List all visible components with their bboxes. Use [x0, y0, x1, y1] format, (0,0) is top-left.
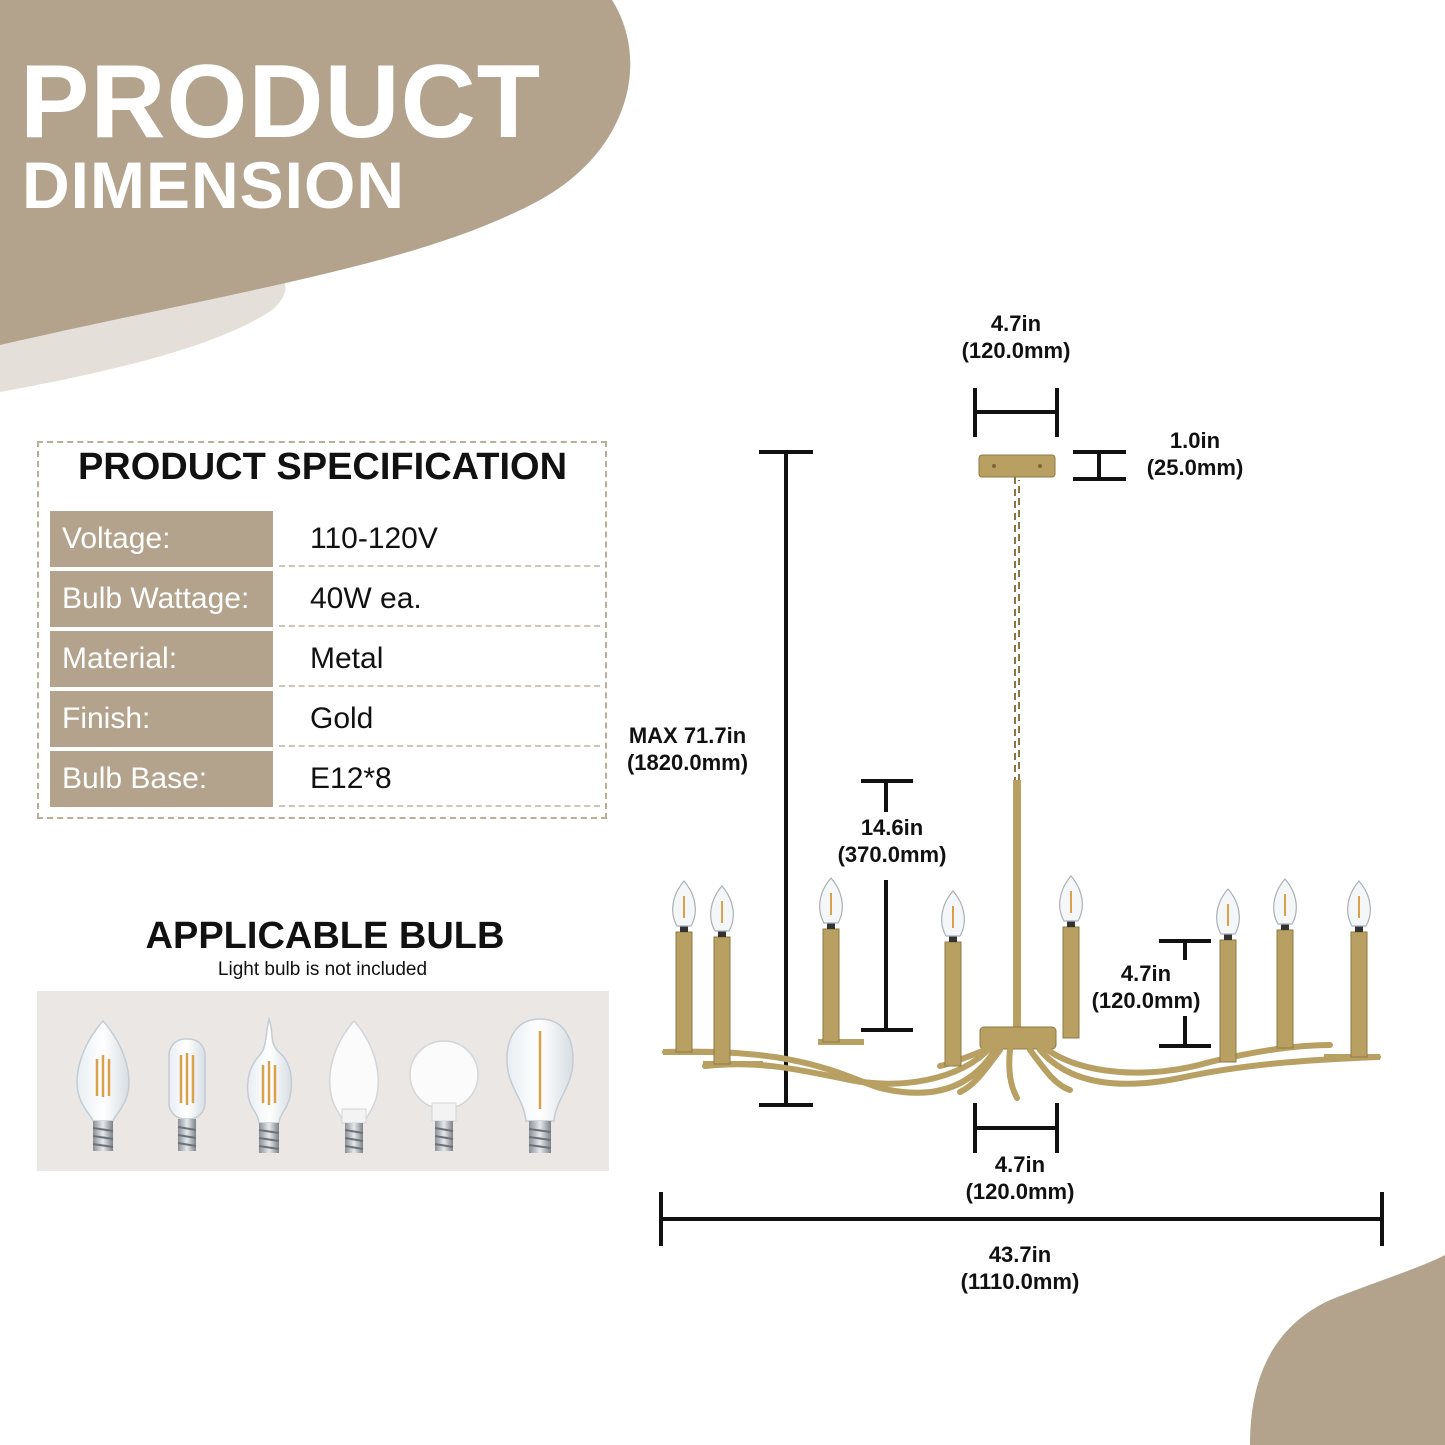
- spec-divider: [279, 805, 600, 807]
- page-title: PRODUCT: [20, 44, 542, 160]
- page-subtitle: DIMENSION: [22, 148, 406, 222]
- dim-mm: (120.0mm): [961, 338, 1071, 363]
- spec-divider: [279, 685, 600, 687]
- spec-box: [37, 441, 607, 819]
- body-height-label: 14.6in (370.0mm): [817, 814, 967, 868]
- canopy-width-label: 4.7in (120.0mm): [936, 310, 1096, 364]
- dim-mm: (120.0mm): [965, 1179, 1075, 1204]
- dim-inches: 14.6in: [860, 815, 924, 840]
- spec-label: Finish:: [50, 691, 273, 747]
- dim-mm: (370.0mm): [837, 842, 947, 867]
- dim-inches: 4.7in: [990, 311, 1042, 336]
- bulb-section-note: Light bulb is not included: [217, 959, 428, 980]
- spec-row-wattage: Bulb Wattage: 40W ea.: [50, 571, 600, 627]
- spec-value: Gold: [310, 702, 374, 735]
- spec-row-bulb-base: Bulb Base: E12*8: [50, 751, 600, 807]
- hub-width-label: 4.7in (120.0mm): [940, 1151, 1100, 1205]
- bulb-gallery: [76, 1016, 574, 1153]
- candle-socket: [1059, 875, 1083, 1039]
- total-width-label: 43.7in (1110.0mm): [930, 1241, 1110, 1295]
- dim-inches: 1.0in: [1169, 428, 1221, 453]
- candle-socket: [672, 880, 696, 1053]
- max-height-label: MAX 71.7in (1820.0mm): [605, 722, 770, 776]
- spec-value: 40W ea.: [310, 582, 422, 615]
- bulb-panel: [37, 991, 609, 1171]
- dim-mm: (1820.0mm): [626, 750, 749, 775]
- spec-value: 110-120V: [310, 522, 438, 555]
- header-shape: [0, 0, 631, 345]
- candle-socket: [819, 877, 843, 1043]
- spec-divider: [279, 745, 600, 747]
- spec-value: E12*8: [310, 762, 392, 795]
- spec-label: Material:: [50, 631, 273, 687]
- candle-height-label: 4.7in (120.0mm): [1076, 960, 1216, 1014]
- candle-filament-bulb-icon: [76, 1019, 130, 1151]
- dim-inches: 4.7in: [994, 1152, 1046, 1177]
- candle-socket: [1216, 888, 1240, 1063]
- spec-divider: [279, 625, 600, 627]
- candle-socket: [1347, 880, 1371, 1058]
- spec-title: PRODUCT SPECIFICATION: [77, 446, 568, 488]
- tubular-filament-bulb-icon: [168, 1038, 206, 1151]
- spec-label: Bulb Wattage:: [50, 571, 273, 627]
- spec-value: Metal: [310, 642, 384, 675]
- flame-tip-filament-bulb-icon: [246, 1016, 293, 1153]
- dimension-lines: [659, 388, 1384, 1246]
- bulb-section-title: APPLICABLE BULB: [145, 915, 505, 957]
- vintage-edison-bulb-icon: [506, 1018, 574, 1153]
- dim-mm: (1110.0mm): [960, 1269, 1080, 1294]
- spec-label: Bulb Base:: [50, 751, 273, 807]
- dim-mm: (25.0mm): [1146, 455, 1244, 480]
- header-shadow-shape: [0, 270, 286, 392]
- globe-bulb-icon: [409, 1040, 479, 1151]
- candle-sockets: [672, 875, 1371, 1067]
- spec-row-voltage: Voltage: 110-120V: [50, 511, 600, 567]
- candle-socket: [1273, 878, 1297, 1049]
- chandelier-body: [662, 454, 1381, 1101]
- spec-row-material: Material: Metal: [50, 631, 600, 687]
- dim-mm: (120.0mm): [1091, 988, 1201, 1013]
- spec-divider: [279, 565, 600, 567]
- spec-label: Voltage:: [50, 511, 273, 567]
- candle-socket: [710, 885, 734, 1065]
- candle-socket: [941, 890, 965, 1067]
- corner-shape: [1250, 1255, 1445, 1445]
- canopy-height-label: 1.0in (25.0mm): [1130, 427, 1260, 481]
- dim-inches: MAX 71.7in: [628, 723, 747, 748]
- spec-row-finish: Finish: Gold: [50, 691, 600, 747]
- dim-inches: 43.7in: [988, 1242, 1052, 1267]
- frosted-candle-bulb-icon: [329, 1019, 379, 1153]
- dim-inches: 4.7in: [1120, 961, 1172, 986]
